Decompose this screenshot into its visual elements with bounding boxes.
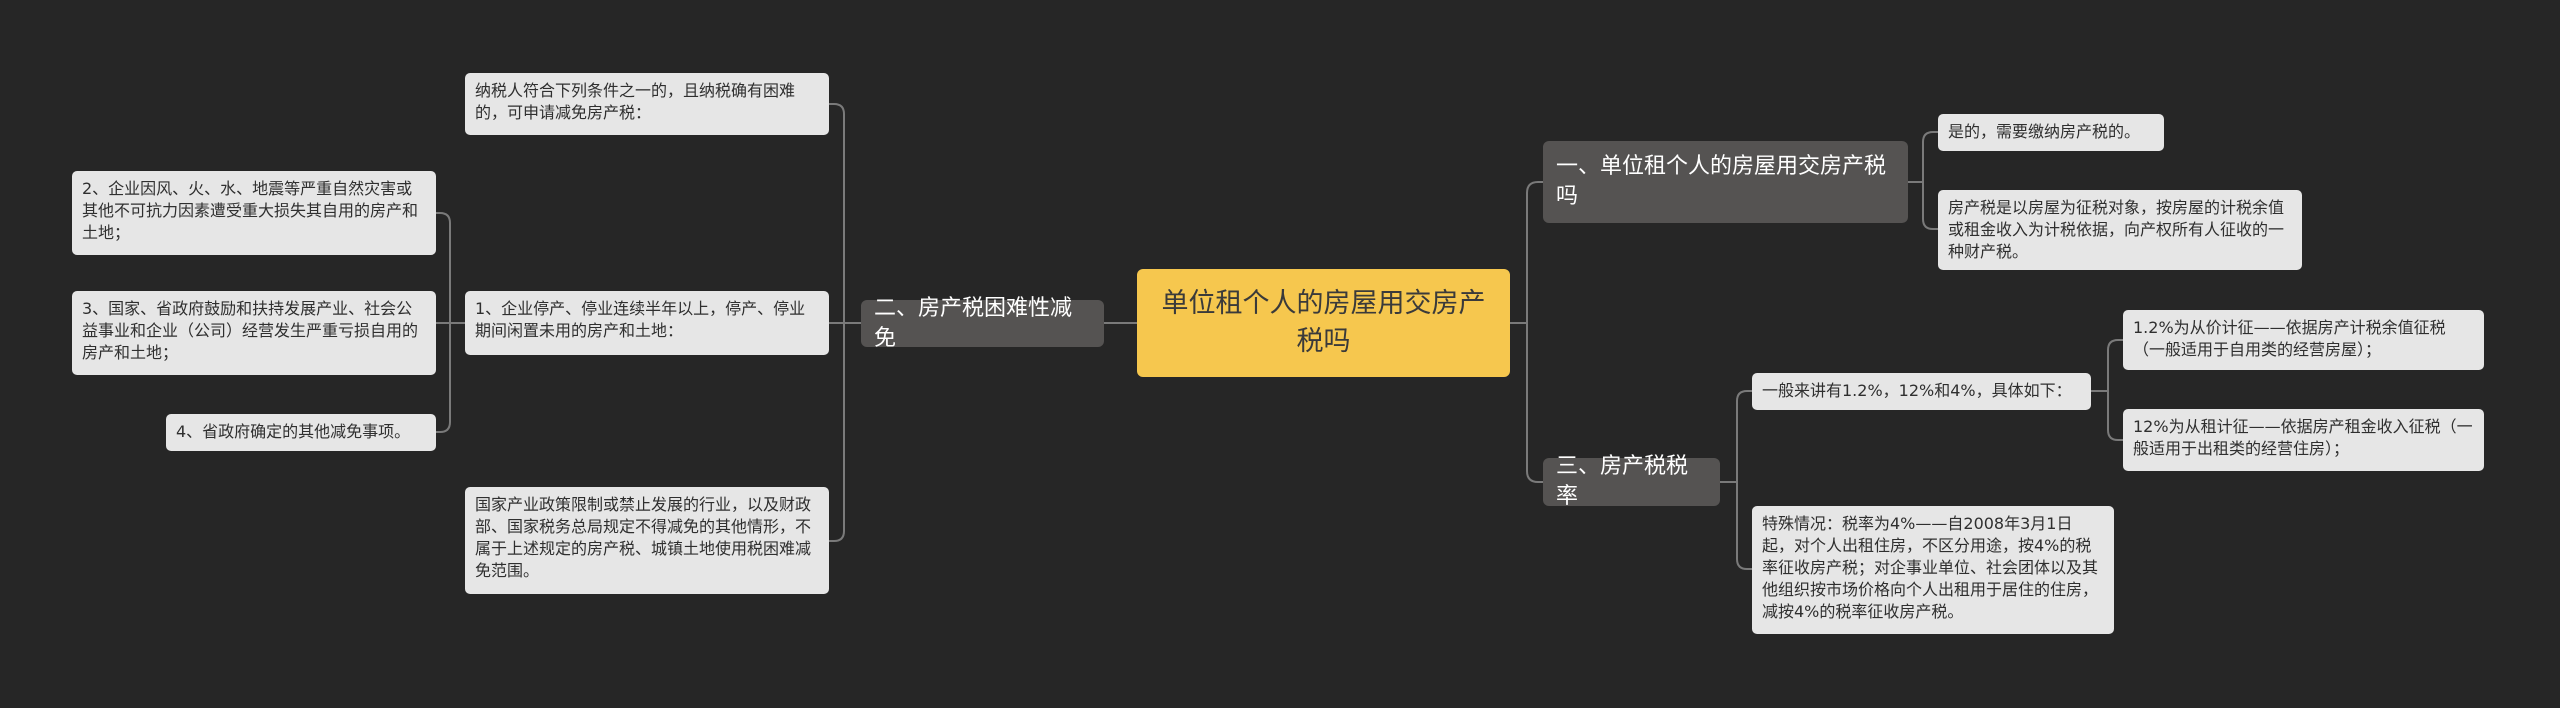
link-mid-item1 xyxy=(436,212,465,324)
branch-2-mid[interactable]: 1、企业停产、停业连续半年以上，停产、停业期间闲置未用的房产和土地： xyxy=(465,291,829,355)
branch-1-label: 一、单位租个人的房屋用交房产税吗 xyxy=(1556,154,1887,209)
branch-3-special[interactable]: 特殊情况：税率为4%——自2008年3月1日起，对个人出租住房，不区分用途，按4… xyxy=(1752,506,2114,634)
leaf-text: 纳税人符合下列条件之一的，且纳税确有困难的，可申请减免房产税： xyxy=(475,81,796,122)
link-b2-bottom xyxy=(829,322,861,542)
branch-3-sub[interactable]: 一般来讲有1.2%，12%和4%，具体如下： xyxy=(1752,373,2091,410)
leaf-text: 12%为从租计征——依据房产租金收入征税（一般适用于出租类的经营住房）； xyxy=(2133,417,2473,458)
leaf-text: 特殊情况：税率为4%——自2008年3月1日起，对个人出租住房，不区分用途，按4… xyxy=(1762,514,2099,621)
branch-2-mid-item-1[interactable]: 2、企业因风、火、水、地震等严重自然灾害或其他不可抗力因素遭受重大损失其自用的房… xyxy=(72,171,436,255)
branch-3-sub-item-2[interactable]: 12%为从租计征——依据房产租金收入征税（一般适用于出租类的经营住房）； xyxy=(2123,409,2484,471)
branch-2-mid-item-2[interactable]: 3、国家、省政府鼓励和扶持发展产业、社会公益事业和企业（公司）经营发生严重亏损自… xyxy=(72,291,436,375)
root-topic[interactable]: 单位租个人的房屋用交房产税吗 xyxy=(1137,269,1510,377)
branch-2[interactable]: 二、房产税困难性减免 xyxy=(861,296,1104,351)
link-b3-sub xyxy=(1720,390,1752,483)
link-sub-item2 xyxy=(2091,390,2123,441)
root-topic-text: 单位租个人的房屋用交房产税吗 xyxy=(1161,288,1486,357)
leaf-text: 1、企业停产、停业连续半年以上，停产、停业期间闲置未用的房产和土地： xyxy=(475,299,806,340)
leaf-text: 一般来讲有1.2%，12%和4%，具体如下： xyxy=(1762,381,2072,400)
branch-2-top[interactable]: 纳税人符合下列条件之一的，且纳税确有困难的，可申请减免房产税： xyxy=(465,73,829,135)
link-mid-item3 xyxy=(436,322,465,433)
link-b1-leaf1 xyxy=(1908,131,1938,183)
branch-1-leaf-1[interactable]: 是的，需要缴纳房产税的。 xyxy=(1938,114,2164,151)
leaf-text: 2、企业因风、火、水、地震等严重自然灾害或其他不可抗力因素遭受重大损失其自用的房… xyxy=(82,179,419,242)
link-b1-leaf2 xyxy=(1908,181,1938,230)
branch-3-label: 三、房产税税率 xyxy=(1556,454,1689,509)
leaf-text: 1.2%为从价计征——依据房产计税余值征税（一般适用于自用类的经营房屋）； xyxy=(2133,318,2446,359)
leaf-text: 房产税是以房屋为征税对象，按房屋的计税余值或租金收入为计税依据，向产权所有人征收… xyxy=(1948,198,2285,261)
branch-2-bottom[interactable]: 国家产业政策限制或禁止发展的行业，以及财政部、国家税务总局规定不得减免的其他情形… xyxy=(465,487,829,594)
link-root-b1 xyxy=(1510,181,1543,324)
leaf-text: 4、省政府确定的其他减免事项。 xyxy=(176,422,411,441)
branch-2-mid-item-3[interactable]: 4、省政府确定的其他减免事项。 xyxy=(166,414,436,451)
leaf-text: 国家产业政策限制或禁止发展的行业，以及财政部、国家税务总局规定不得减免的其他情形… xyxy=(475,495,812,580)
branch-3-sub-item-1[interactable]: 1.2%为从价计征——依据房产计税余值征税（一般适用于自用类的经营房屋）； xyxy=(2123,310,2484,370)
link-b2-top xyxy=(829,103,861,324)
link-root-b3 xyxy=(1510,322,1543,483)
branch-1-leaf-2[interactable]: 房产税是以房屋为征税对象，按房屋的计税余值或租金收入为计税依据，向产权所有人征收… xyxy=(1938,190,2302,270)
branch-2-label: 二、房产税困难性减免 xyxy=(874,295,1073,351)
leaf-text: 3、国家、省政府鼓励和扶持发展产业、社会公益事业和企业（公司）经营发生严重亏损自… xyxy=(82,299,419,362)
link-b3-special xyxy=(1720,481,1752,570)
branch-3[interactable]: 三、房产税税率 xyxy=(1543,454,1720,509)
leaf-text: 是的，需要缴纳房产税的。 xyxy=(1948,122,2141,141)
branch-1[interactable]: 一、单位租个人的房屋用交房产税吗 xyxy=(1543,141,1908,223)
link-sub-item1 xyxy=(2091,339,2123,392)
